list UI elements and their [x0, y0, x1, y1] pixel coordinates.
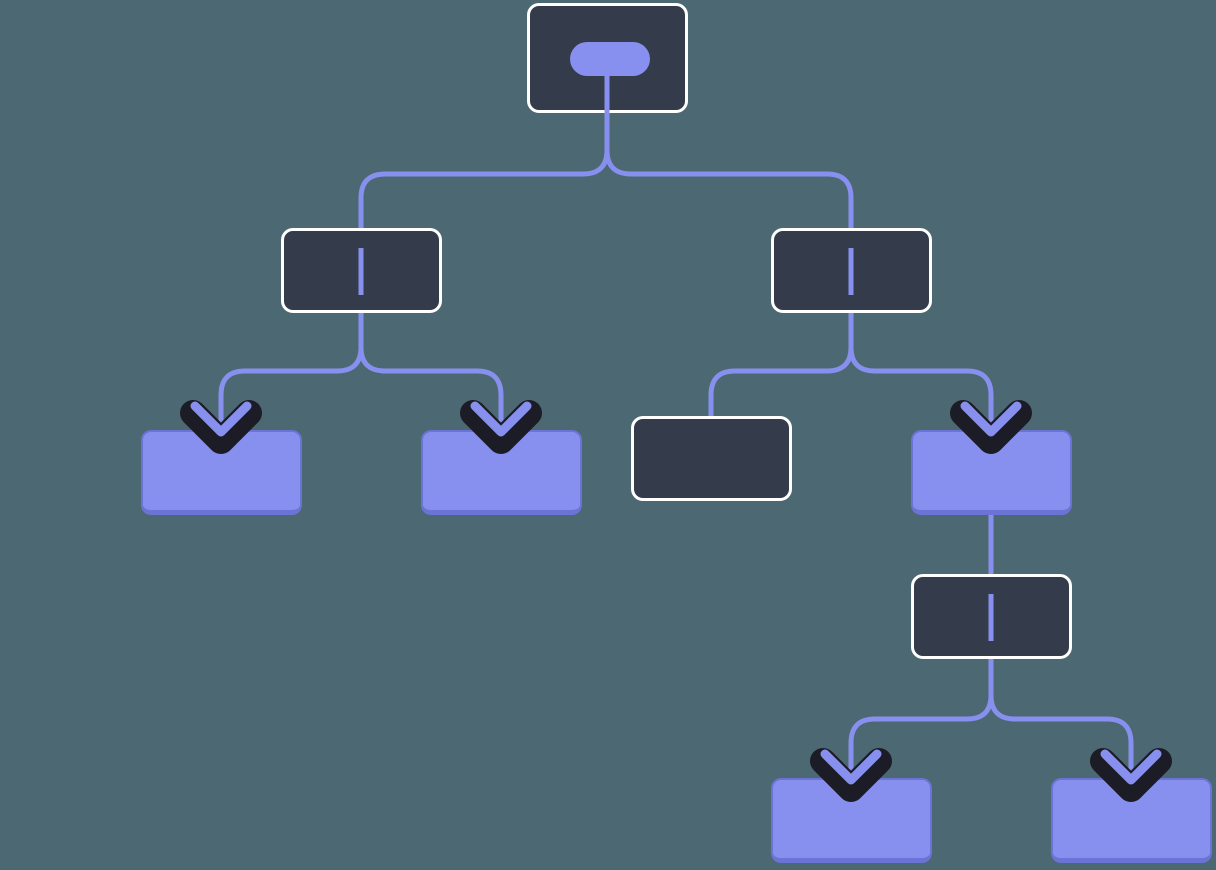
tree-node-root[interactable]: [527, 3, 688, 113]
tree-node-level3-right-left[interactable]: [631, 416, 792, 501]
tree-leaf-bottom-1[interactable]: [771, 778, 932, 863]
root-pill-ornament: [570, 42, 650, 76]
tree-node-level2-right[interactable]: [771, 228, 932, 313]
tree-node-level3-right-right[interactable]: [911, 430, 1072, 515]
tree-leaf-bottom-2[interactable]: [1051, 778, 1212, 863]
tree-node-level2-left[interactable]: [281, 228, 442, 313]
tree-node-level4-right[interactable]: [911, 574, 1072, 659]
tree-leaf-left-2[interactable]: [421, 430, 582, 515]
tree-leaf-left-1[interactable]: [141, 430, 302, 515]
